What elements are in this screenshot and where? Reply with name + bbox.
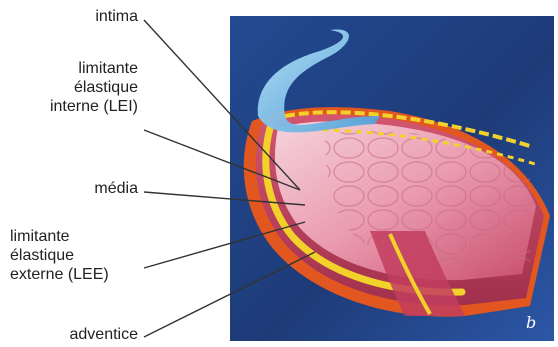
label-lee-line2: élastique (10, 247, 138, 266)
label-lei-line1: limitante (30, 60, 138, 79)
label-lei-line3: interne (LEI) (30, 98, 138, 117)
label-media: média (60, 180, 138, 199)
label-intima: intima (60, 8, 138, 27)
label-lee: limitante élastique externe (LEE) (10, 228, 138, 285)
label-lee-line1: limitante (10, 228, 138, 247)
illustration-panel: b (230, 16, 554, 341)
label-adventice: adventice (40, 326, 138, 345)
label-lee-line3: externe (LEE) (10, 266, 138, 285)
artery-illustration: b (230, 16, 554, 341)
label-lei: limitante élastique interne (LEI) (30, 60, 138, 117)
artist-signature: b (526, 313, 536, 332)
label-lei-line2: élastique (30, 79, 138, 98)
